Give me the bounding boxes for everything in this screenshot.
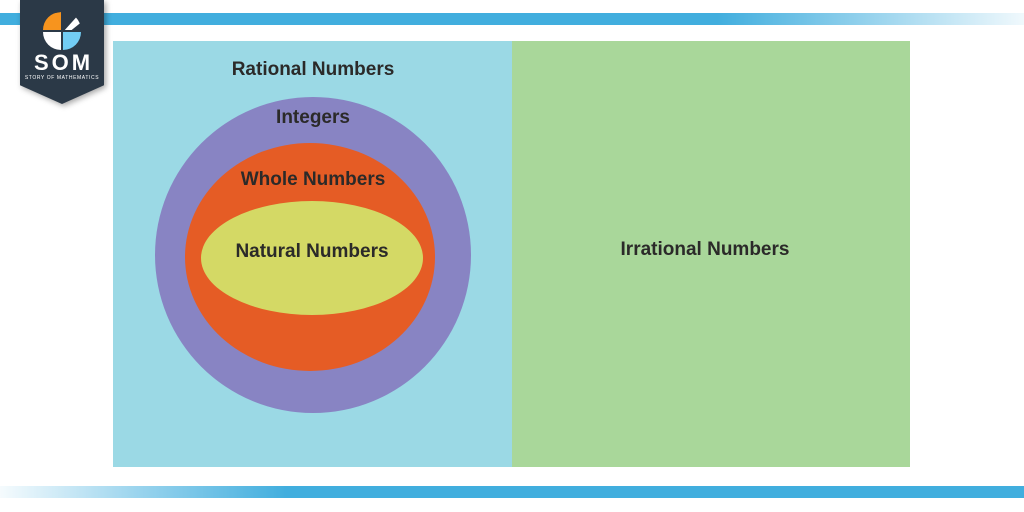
pinwheel-bolt-segment	[64, 12, 81, 30]
logo-acronym: SOM	[33, 50, 94, 75]
top-accent-bar	[0, 13, 1024, 25]
irrational-numbers-panel	[512, 41, 910, 467]
integers-label: Integers	[276, 107, 350, 128]
som-logo-banner: SOM STORY OF MATHEMATICS	[20, 0, 104, 104]
pinwheel-orange-segment	[43, 12, 61, 30]
logo-tagline: STORY OF MATHEMATICS	[24, 75, 100, 81]
pinwheel-cyan-segment	[63, 32, 81, 50]
pinwheel-white-segment	[43, 32, 61, 50]
rational-numbers-label: Rational Numbers	[231, 59, 395, 80]
whole-numbers-label: Whole Numbers	[240, 169, 386, 190]
irrational-numbers-label: Irrational Numbers	[620, 239, 790, 260]
bottom-accent-bar	[0, 486, 1024, 498]
natural-numbers-label: Natural Numbers	[235, 241, 389, 262]
natural-numbers-ellipse	[201, 201, 423, 315]
pinwheel-icon	[43, 12, 81, 50]
som-logo: SOM STORY OF MATHEMATICS	[20, 0, 104, 104]
